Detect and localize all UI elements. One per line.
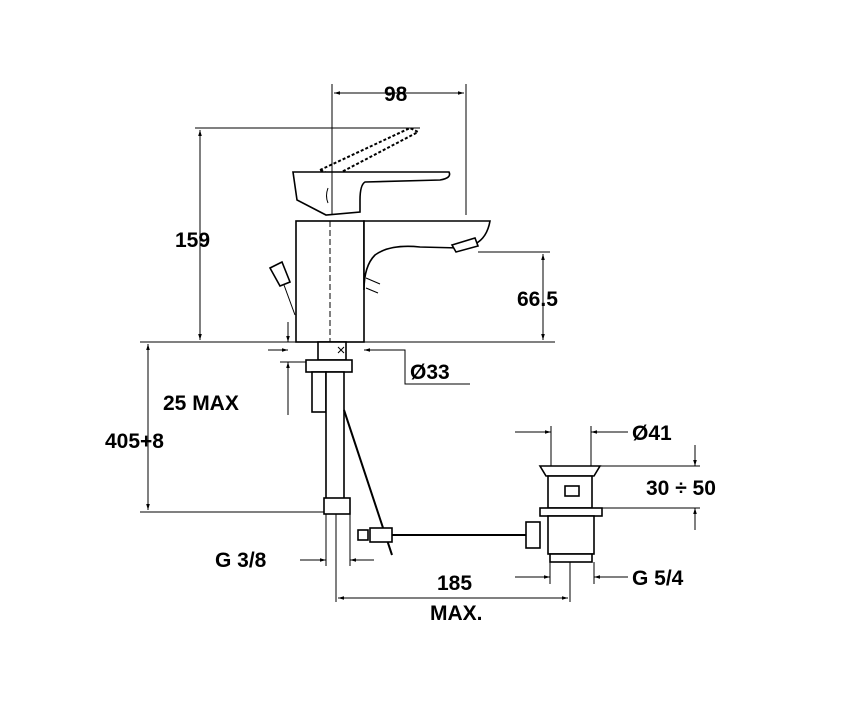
dim-diameter-41: Ø41	[632, 422, 672, 445]
spout	[363, 220, 491, 291]
dim-25-max: 25 MAX	[163, 392, 239, 415]
dim-g-3-8: G 3/8	[215, 549, 267, 572]
rod-connector	[525, 521, 541, 549]
hose-end	[268, 260, 292, 288]
supply-assembly	[305, 341, 530, 556]
dim-405-8: 405+8	[105, 430, 164, 453]
dim-159: 159	[175, 229, 210, 252]
lever-open-position	[317, 126, 421, 178]
dim-66-5: 66.5	[517, 288, 558, 311]
aerator	[450, 237, 480, 253]
hose-nut	[323, 497, 351, 515]
dim-98: 98	[384, 83, 408, 106]
drain-waste	[525, 465, 603, 563]
faucet	[268, 126, 491, 343]
lever	[292, 171, 451, 216]
dimension-lines	[140, 84, 700, 602]
dim-185: 185	[437, 572, 472, 595]
dim-30-50: 30 ÷ 50	[646, 477, 716, 500]
dim-185-max: MAX.	[430, 602, 483, 625]
dim-g-5-4: G 5/4	[632, 567, 684, 590]
dim-diameter-33: Ø33	[410, 361, 450, 384]
